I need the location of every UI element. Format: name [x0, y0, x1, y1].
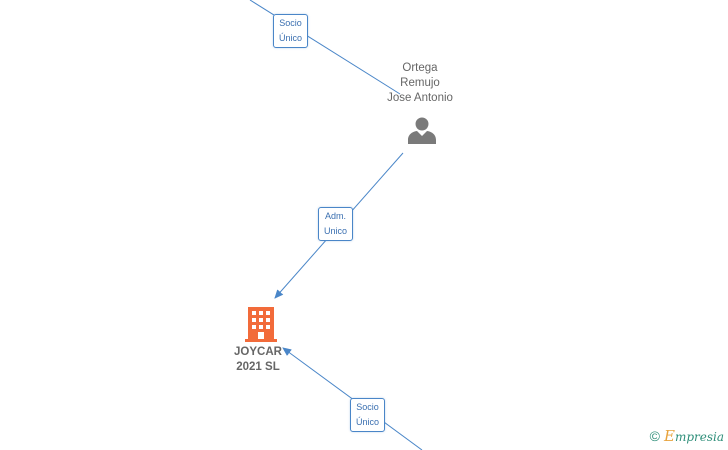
- company-name-line: 2021 SL: [236, 361, 280, 373]
- edge-label-adm-unico[interactable]: Adm. Unico: [318, 207, 354, 241]
- edge-label-line: Único: [356, 417, 380, 427]
- brand-initial: E: [663, 427, 675, 445]
- company-name-line: JOYCAR: [234, 346, 282, 358]
- person-node-name[interactable]: Ortega Remujo Jose Antonio: [365, 61, 475, 106]
- person-icon[interactable]: [407, 116, 437, 146]
- person-name-line: Remujo: [400, 77, 440, 89]
- edge-label-line: Adm.: [325, 211, 347, 221]
- company-node-name[interactable]: JOYCAR 2021 SL: [208, 345, 308, 375]
- brand-rest: mpresia: [674, 430, 724, 444]
- edge-label-line: Único: [279, 33, 303, 43]
- person-name-line: Ortega: [402, 62, 438, 74]
- copyright-icon: ©: [649, 428, 660, 444]
- building-icon[interactable]: [245, 306, 277, 342]
- edge-label-line: Unico: [324, 226, 348, 236]
- edge-label-socio-unico-top[interactable]: Socio Único: [273, 14, 309, 48]
- empresia-logo: Empresia: [664, 427, 724, 445]
- edge-label-line: Socio: [279, 18, 302, 28]
- person-name-line: Jose Antonio: [387, 92, 453, 104]
- empresia-watermark: © Empresia: [650, 427, 724, 445]
- edge-label-line: Socio: [356, 402, 379, 412]
- edge-label-socio-unico-bottom[interactable]: Socio Único: [350, 398, 386, 432]
